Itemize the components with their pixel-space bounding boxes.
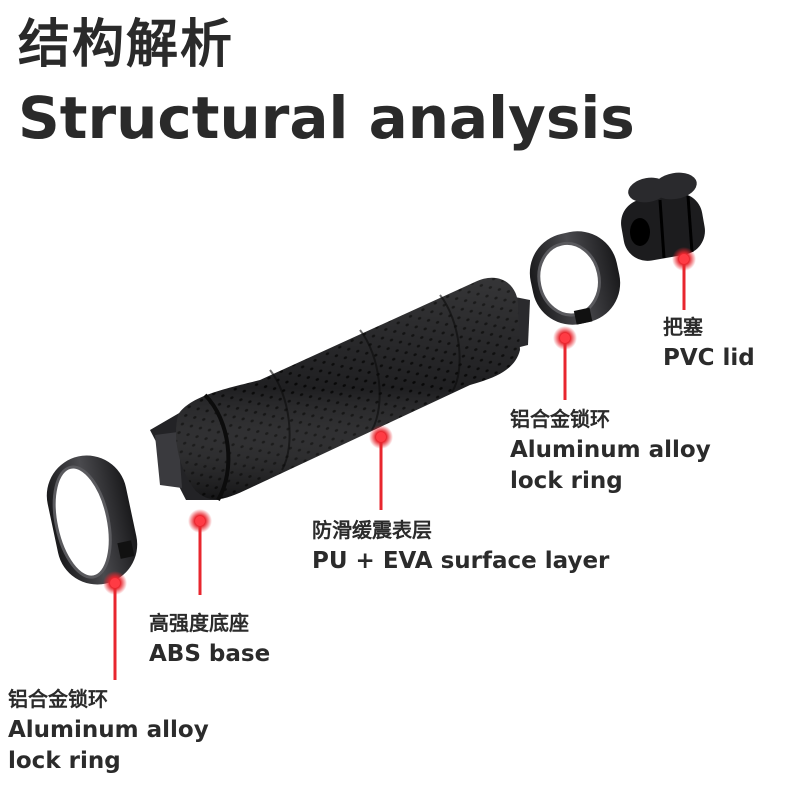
page-title-chinese: 结构解析 [18,15,235,75]
label-lock-ring-right-en1: Aluminum alloy [510,437,711,463]
label-lock-ring-left-cn: 铝合金锁环 [8,687,108,711]
marker-abs-base [188,509,212,595]
label-lock-ring-right-cn: 铝合金锁环 [510,407,610,431]
pvc-lid [621,172,705,261]
label-lock-ring-right: 铝合金锁环 Aluminum alloy lock ring [510,404,711,497]
label-abs-base: 高强度底座 ABS base [149,608,270,670]
label-surface-layer-en: PU + EVA surface layer [312,548,610,574]
label-pvc-lid-en: PVC lid [663,345,755,371]
page-title-english: Structural analysis [18,84,635,152]
label-lock-ring-left: 铝合金锁环 Aluminum alloy lock ring [8,684,209,777]
label-abs-base-cn: 高强度底座 [149,611,249,635]
label-abs-base-en: ABS base [149,641,271,667]
marker-surface-layer [369,425,393,510]
marker-pvc-lid [672,247,696,310]
label-lock-ring-right-en2: lock ring [510,468,623,494]
label-pvc-lid-cn: 把塞 [663,315,703,339]
label-lock-ring-left-en1: Aluminum alloy [8,717,209,743]
marker-lock-ring-left [103,571,127,680]
label-lock-ring-left-en2: lock ring [8,748,121,774]
label-surface-layer-cn: 防滑缓震表层 [312,518,432,542]
lock-ring-left [46,455,138,585]
grip-surface-layer [175,277,520,502]
lock-ring-right [529,231,621,325]
label-surface-layer: 防滑缓震表层 PU + EVA surface layer [312,515,609,577]
marker-lock-ring-right [553,326,577,400]
label-pvc-lid: 把塞 PVC lid [663,312,755,374]
